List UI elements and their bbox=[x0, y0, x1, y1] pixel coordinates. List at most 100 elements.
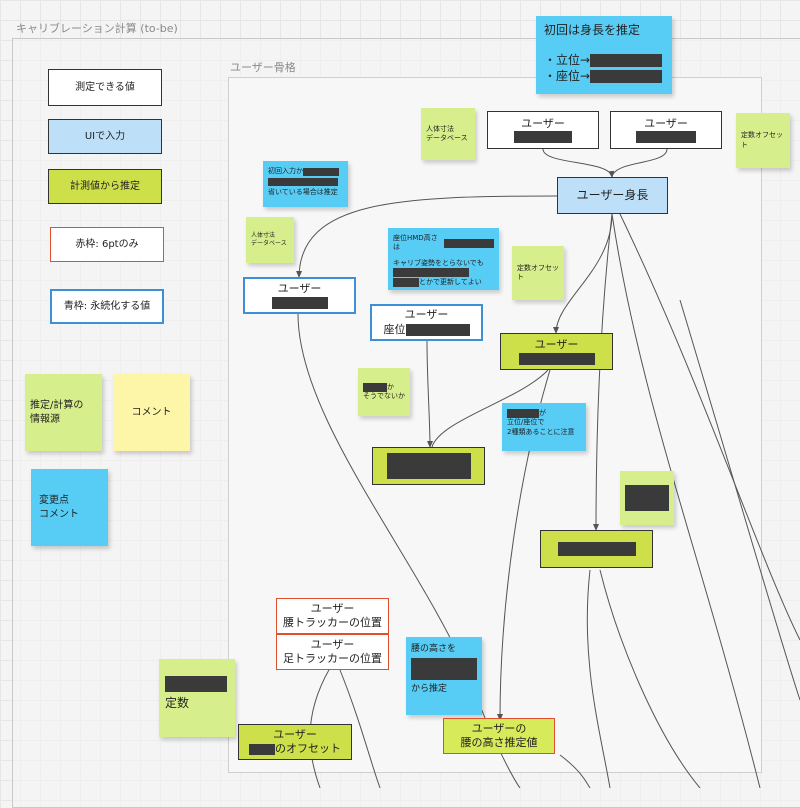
redacted-block bbox=[590, 69, 663, 83]
top-note: 初回は身長を推定 ・立位→ ・座位→ bbox=[536, 16, 672, 94]
node-user-left-label: ユーザー bbox=[277, 282, 322, 296]
waist-tracker-line2: 腰トラッカーの位置 bbox=[283, 616, 382, 629]
edge-height-left bbox=[296, 195, 558, 278]
foot-tracker-line1: ユーザー bbox=[310, 637, 355, 651]
node-user-green-label: ユーザー bbox=[534, 338, 579, 352]
redacted-block bbox=[518, 352, 595, 365]
legend-change-line2: コメント bbox=[39, 508, 79, 520]
redacted-block bbox=[590, 53, 663, 67]
redacted-block bbox=[557, 542, 636, 556]
legend-ui-input-label: UIで入力 bbox=[84, 131, 126, 142]
legend-source-line2: 情報源 bbox=[30, 413, 60, 425]
edge-foot-down bbox=[339, 669, 381, 788]
offset-const2-label: 定数オフセット bbox=[517, 263, 559, 281]
anthro1-line2: データベース bbox=[426, 134, 468, 142]
sticky-anthro-db-2: 人体寸法 データベース bbox=[246, 217, 294, 263]
node-offset: ユーザー のオフセット bbox=[238, 724, 352, 760]
sticky-waist-height: 腰の高さを から推定 bbox=[406, 637, 482, 715]
node-user-sit-bottom-label: 座位 bbox=[383, 322, 406, 336]
legend-measured: 測定できる値 bbox=[48, 69, 162, 106]
node-user-sit: ユーザー 座位 bbox=[370, 304, 483, 341]
edge-sit-box bbox=[426, 340, 433, 448]
edge-height-down2 bbox=[619, 213, 800, 641]
redacted-block bbox=[393, 278, 419, 288]
node-user-b-label: ユーザー bbox=[644, 116, 688, 130]
node-user-a-label: ユーザー bbox=[521, 116, 565, 130]
constant-label: 定数 bbox=[165, 695, 190, 710]
sticky-redacted-right bbox=[620, 471, 674, 525]
legend-change-line1: 変更点 bbox=[39, 495, 69, 506]
connector-lines bbox=[296, 148, 800, 788]
edge-right-down1 bbox=[599, 569, 701, 788]
sticky-ka: か そうでないか bbox=[358, 368, 410, 416]
edge-green-box bbox=[431, 369, 549, 448]
legend-comment-label: コメント bbox=[131, 406, 172, 418]
node-user-b: ユーザー bbox=[610, 111, 722, 149]
redacted-block bbox=[268, 178, 338, 187]
edge-user-b-height bbox=[611, 148, 668, 178]
edge-height-green bbox=[553, 213, 613, 334]
redacted-block bbox=[636, 131, 696, 144]
redacted-block bbox=[393, 268, 469, 278]
legend-red-border: 赤枠: 6ptのみ bbox=[50, 227, 164, 262]
sticky-offset-const-2: 定数オフセット bbox=[512, 246, 564, 300]
legend-sticky-comment: コメント bbox=[113, 374, 190, 451]
anthro2-line2: データベース bbox=[251, 240, 287, 247]
redacted-block bbox=[625, 485, 669, 511]
hmd-line1: 座位HMD高さは bbox=[393, 234, 438, 252]
redacted-block bbox=[165, 675, 227, 692]
ga-line3: 2種類あることに注意 bbox=[507, 427, 575, 436]
foot-tracker-line2: 足トラッカーの位置 bbox=[283, 652, 382, 665]
sticky-anthro-db-1: 人体寸法 データベース bbox=[421, 108, 475, 160]
top-note-line2: ・座位→ bbox=[544, 69, 591, 84]
node-user-height-label: ユーザー身長 bbox=[576, 187, 649, 202]
redacted-block bbox=[386, 453, 471, 479]
redacted-block bbox=[249, 743, 275, 755]
edge-height-down1 bbox=[611, 213, 761, 788]
offset-const1-label: 定数オフセット bbox=[741, 131, 783, 149]
ga-line1: が bbox=[539, 409, 546, 417]
legend-ui-input: UIで入力 bbox=[48, 119, 162, 154]
waist-line1: 腰の高さを bbox=[411, 644, 457, 654]
redacted-block bbox=[411, 658, 477, 681]
redacted-block bbox=[271, 296, 328, 309]
node-waist-height: ユーザーの 腰の高さ推定値 bbox=[443, 718, 555, 754]
sticky-ga: が 立位/座位で 2種類あることに注意 bbox=[502, 403, 586, 451]
redacted-block bbox=[507, 409, 539, 419]
sticky-first-input: 初回入力か 省いている場合は推定 bbox=[263, 161, 348, 207]
edge-user-a-height bbox=[542, 148, 615, 178]
redacted-block bbox=[405, 323, 470, 336]
legend-blue-border-label: 青枠: 永続化する値 bbox=[63, 301, 151, 312]
redacted-block bbox=[363, 382, 387, 392]
waist-tracker-line1: ユーザー bbox=[310, 601, 355, 615]
edge-left-down bbox=[297, 313, 521, 788]
ga-line2: 立位/座位で bbox=[507, 418, 545, 427]
edge-right-down2 bbox=[586, 569, 611, 788]
first-input-line1: 初回入力か bbox=[268, 167, 303, 175]
node-waist-tracker: ユーザー 腰トラッカーの位置 bbox=[276, 598, 389, 634]
hmd-line3: とかで更新してよい bbox=[419, 278, 482, 287]
sticky-offset-const-1: 定数オフセット bbox=[736, 113, 790, 168]
node-user-a: ユーザー bbox=[487, 111, 599, 149]
hmd-line2: キャリブ姿勢をとらないでも bbox=[393, 258, 484, 267]
waist-line2: から推定 bbox=[411, 684, 448, 695]
ka-line2: そうでないか bbox=[363, 392, 405, 400]
edge-right-bottom bbox=[559, 754, 591, 788]
ka-line1: か bbox=[387, 382, 394, 391]
node-offset-bottom-label: のオフセット bbox=[275, 742, 341, 755]
inner-frame-title: ユーザー骨格 bbox=[230, 61, 296, 74]
node-green-large bbox=[372, 447, 485, 485]
legend-estimated-label: 計測値から推定 bbox=[70, 181, 140, 192]
waist-height-line2: 腰の高さ推定値 bbox=[460, 736, 538, 749]
node-green-right bbox=[540, 530, 653, 568]
node-user-height: ユーザー身長 bbox=[557, 177, 668, 214]
legend-sticky-change: 変更点 コメント bbox=[31, 469, 108, 546]
edge-curve-right bbox=[679, 299, 800, 701]
node-user-left: ユーザー bbox=[243, 277, 356, 314]
legend-sticky-source: 推定/計算の 情報源 bbox=[25, 374, 102, 451]
node-user-sit-top-label: ユーザー bbox=[404, 308, 449, 322]
sticky-hmd-sit: 座位HMD高さは キャリブ姿勢をとらないでも とかで更新してよい bbox=[388, 228, 499, 290]
outer-frame-title: キャリブレーション計算 (to-be) bbox=[16, 22, 178, 35]
top-note-title: 初回は身長を推定 bbox=[544, 23, 641, 37]
first-input-line2: 省いている場合は推定 bbox=[268, 188, 338, 197]
